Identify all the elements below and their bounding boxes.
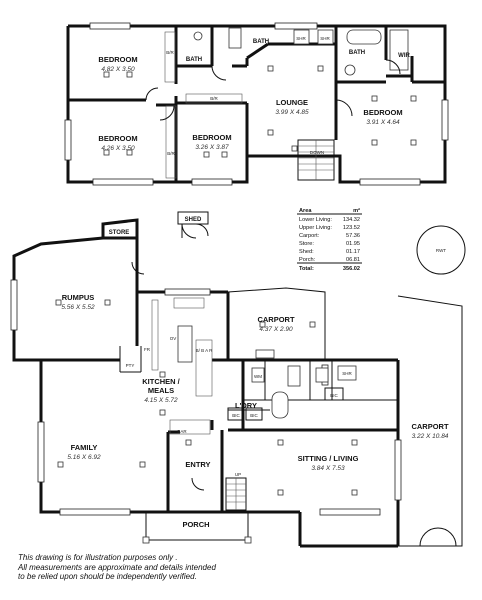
carport2-dims: 3.22 X 10.84 xyxy=(412,433,449,440)
area-row-label: Carport: xyxy=(299,233,320,239)
kitchen-label: KITCHEN / xyxy=(142,377,180,386)
carport1-dims: 4.37 X 2.90 xyxy=(259,326,293,333)
store-label: STORE xyxy=(109,230,130,236)
lounge-label: LOUNGE xyxy=(276,98,308,107)
wir-label: WIR xyxy=(398,53,410,59)
pantry-label: PTY xyxy=(126,363,135,368)
area-total-label: Total: xyxy=(299,266,314,272)
area-row-value: 06.81 xyxy=(346,257,360,263)
area-row-value: 123.52 xyxy=(343,225,360,231)
oven-label: OV xyxy=(170,336,177,341)
upper-vents xyxy=(103,65,417,158)
area-row-value: 57.36 xyxy=(346,233,360,239)
area-row-label: Store: xyxy=(299,241,314,247)
area-row-value: 134.32 xyxy=(343,217,360,223)
kitchen-dims: 4.15 X 5.72 xyxy=(144,397,178,404)
area-row-label: Lower Living: xyxy=(299,217,332,223)
fridge-label: FR xyxy=(144,347,151,352)
area-table: Area m² Lower Living: 134.32 Upper Livin… xyxy=(297,207,362,272)
porch-label: PORCH xyxy=(182,520,209,529)
upper-stairs xyxy=(297,139,335,181)
bic1-label: BIC xyxy=(232,413,240,418)
area-header-unit: m² xyxy=(353,207,360,214)
family-label: FAMILY xyxy=(71,443,98,452)
rainwater-tank: RWT xyxy=(416,225,466,275)
bath1-label: BATH xyxy=(186,57,202,63)
shed: SHED xyxy=(177,211,209,239)
lower-floor: STORE xyxy=(10,218,463,548)
up-label: UP xyxy=(235,472,241,477)
carport1-label: CARPORT xyxy=(257,315,295,324)
area-total-value: 356.02 xyxy=(343,266,360,272)
bic3-label: BIC xyxy=(330,393,338,398)
shr2-label: SHR xyxy=(320,36,330,41)
area-row-value: 01.17 xyxy=(346,249,360,255)
wm-label: WM xyxy=(254,374,262,379)
bedroom1-label: BEDROOM xyxy=(98,55,137,64)
shr1-label: SHR xyxy=(296,36,306,41)
meals-label: MEALS xyxy=(148,386,174,395)
shed-label: SHED xyxy=(185,217,202,223)
upper-floor: BEDROOM 4.82 X 3.50 BEDROOM 4.26 X 3.50 … xyxy=(64,22,449,186)
bedroom2-dims: 4.26 X 3.50 xyxy=(101,145,135,152)
br3-label: B/R xyxy=(210,96,218,101)
disclaimer: This drawing is for illustration purpose… xyxy=(18,553,318,582)
bedroom4-dims: 3.91 X 4.64 xyxy=(366,119,400,126)
br1-label: B/R xyxy=(166,50,174,55)
area-row-label: Shed: xyxy=(299,249,314,255)
sitting-living-dims: 3.84 X 7.53 xyxy=(311,465,345,472)
bath3-label: BATH xyxy=(349,50,365,56)
disclaimer-line: This drawing is for illustration purpose… xyxy=(18,553,178,562)
lower-stairs xyxy=(225,477,247,511)
rumpus-label: RUMPUS xyxy=(62,293,95,302)
sitting-living-label: SITTING / LIVING xyxy=(298,454,359,463)
bedroom1-dims: 4.82 X 3.50 xyxy=(101,66,135,73)
carport2-label: CARPORT xyxy=(411,422,449,431)
lounge-dims: 3.99 X 4.85 xyxy=(275,109,309,116)
lower-vents xyxy=(55,299,358,496)
bedroom3-label: BEDROOM xyxy=(192,133,231,142)
area-header-label: Area xyxy=(299,208,312,214)
family-dims: 5.16 X 6.92 xyxy=(67,454,101,461)
disclaimer-line: to be relied upon should be independentl… xyxy=(18,572,197,581)
br2-label: B/R xyxy=(167,151,175,156)
area-row-value: 01.95 xyxy=(346,241,360,247)
bath2-label: BATH xyxy=(253,39,269,45)
bedroom4-label: BEDROOM xyxy=(363,108,402,117)
entry-label: ENTRY xyxy=(185,460,210,469)
rwt-label: RWT xyxy=(436,248,446,253)
bic2-label: BIC xyxy=(250,413,258,418)
bedroom2-label: BEDROOM xyxy=(98,134,137,143)
disclaimer-line: All measurements are approximate and det… xyxy=(18,562,216,572)
down-label: DOWN xyxy=(310,150,324,155)
bar-label: BAR xyxy=(177,429,187,434)
rumpus-dims: 5.56 X 5.52 xyxy=(61,304,95,311)
bedroom3-dims: 3.26 X 3.87 xyxy=(195,144,229,151)
laundry-label: L'DRY xyxy=(235,401,257,410)
bbar-label: B/ B A R xyxy=(196,348,214,353)
area-row-label: Upper Living: xyxy=(299,225,332,231)
shr-label: SHR xyxy=(342,371,352,376)
area-row-label: Porch: xyxy=(299,257,316,263)
